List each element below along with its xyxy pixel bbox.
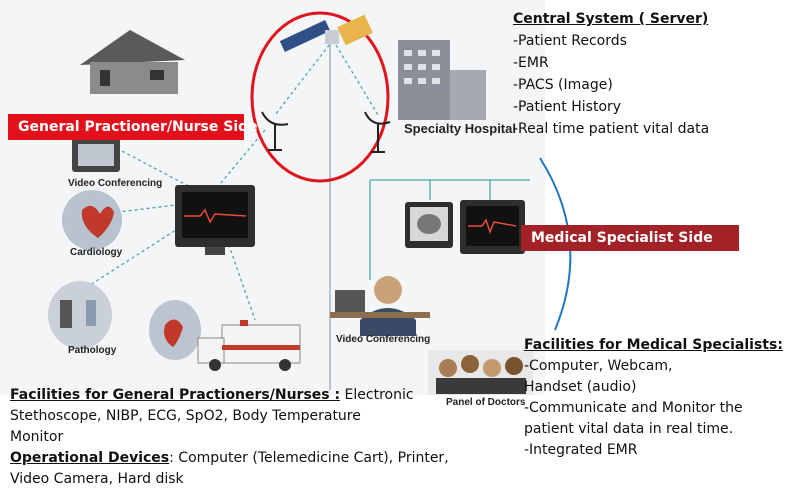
monitor-right-icon [460, 200, 525, 254]
monitor-brain-icon [405, 202, 453, 248]
specialist-side-tag: Medical Specialist Side [521, 225, 739, 251]
specialist-line: -Computer, Webcam, [524, 358, 673, 374]
gp-facilities-block: Facilities for General Practioners/Nurse… [10, 385, 510, 490]
central-item: -Patient Records [513, 33, 627, 49]
heart-scan-icon [149, 300, 201, 360]
operational-devices-title: Operational Devices [10, 450, 170, 466]
gp-facilities-text: Monitor [10, 429, 64, 445]
specialist-line: patient vital data in real time. [524, 421, 734, 437]
specialist-line: -Communicate and Monitor the [524, 400, 743, 416]
central-item: -EMR [513, 55, 549, 71]
panel-label: Panel of Doctors [446, 397, 526, 408]
gp-facilities-title: Facilities for General Practioners/Nurse… [10, 387, 341, 403]
video-conferencing-left-icon [72, 138, 120, 172]
cardiology-icon [62, 190, 122, 250]
central-item: -Real time patient vital data [513, 121, 710, 137]
central-system-title: Central System ( Server) [513, 11, 709, 27]
operational-devices-text: : Computer (Telemedicine Cart), Printer, [169, 450, 449, 466]
cardiology-label: Cardiology [70, 247, 123, 258]
pathology-label: Pathology [68, 345, 117, 356]
gp-facilities-text: Electronic [340, 387, 414, 403]
central-item: -PACS (Image) [513, 77, 613, 93]
specialist-line: -Integrated EMR [524, 442, 638, 458]
rural-house-icon [80, 30, 185, 94]
operational-devices-text: Video Camera, Hard disk [10, 471, 184, 487]
specialist-line: Handset (audio) [524, 379, 637, 395]
video-conf-right-label: Video Conferencing [336, 334, 430, 345]
satellite-icon [279, 14, 373, 53]
pathology-icon [48, 281, 112, 349]
ambulance-icon [197, 320, 301, 371]
gp-side-tag: General Practioner/Nurse Side [8, 114, 258, 140]
panel-of-doctors-icon [428, 350, 533, 395]
specialist-facilities-title: Facilities for Medical Specialists: [524, 337, 783, 353]
doctor-icon [330, 276, 430, 336]
specialist-network-lines [369, 179, 530, 280]
central-circle [250, 11, 390, 183]
central-system-block: Central System ( Server) -Patient Record… [513, 8, 793, 140]
dish-antenna-right-icon [364, 111, 391, 153]
monitor-left-icon [175, 185, 255, 255]
video-conf-left-label: Video Conferencing [68, 178, 162, 189]
specialist-facilities-block: Facilities for Medical Specialists: -Com… [524, 335, 794, 461]
central-item: -Patient History [513, 99, 622, 115]
dish-antenna-left-icon [261, 111, 289, 151]
hospital-building-icon [398, 40, 486, 120]
gp-facilities-text: Stethoscope, NIBP, ECG, SpO2, Body Tempe… [10, 408, 361, 424]
hospital-label: Specialty Hospital [404, 121, 516, 136]
